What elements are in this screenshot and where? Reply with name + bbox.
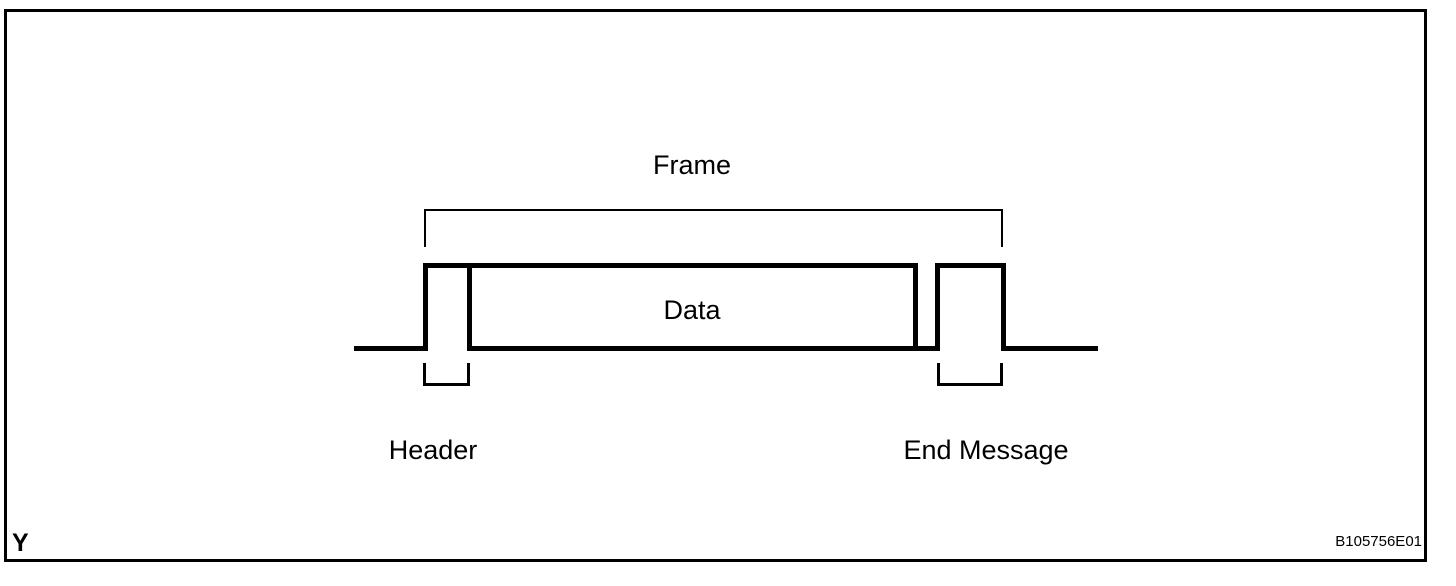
end-message-pulse-top: [935, 263, 1006, 268]
figure-border: [4, 9, 1427, 562]
end-message-label: End Message: [903, 435, 1069, 465]
frame-span-bracket: [424, 209, 1003, 247]
header-pulse-top: [423, 263, 472, 268]
data-block-left-edge: [467, 263, 472, 351]
data-block-top-edge: [467, 263, 918, 268]
signal-baseline-right: [1001, 346, 1098, 351]
signal-baseline-middle: [913, 346, 940, 351]
frame-label: Frame: [652, 150, 731, 180]
end-message-pulse-rising-edge: [935, 263, 940, 351]
header-label: Header: [388, 435, 478, 465]
data-label: Data: [663, 295, 721, 325]
corner-mark: Y: [12, 529, 29, 557]
signal-baseline-left: [354, 346, 428, 351]
header-span-bracket: [423, 363, 470, 386]
data-block-bottom-edge: [467, 346, 918, 351]
figure-code: B105756E01: [1335, 533, 1422, 550]
header-pulse-rising-edge: [423, 263, 428, 351]
data-block-right-edge: [913, 263, 918, 351]
end-message-pulse-falling-edge: [1001, 263, 1006, 351]
end-message-span-bracket: [937, 363, 1003, 386]
